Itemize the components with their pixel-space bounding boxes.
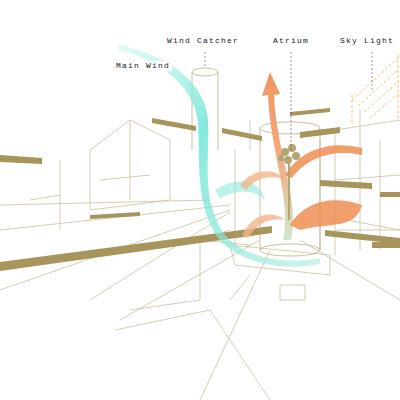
tree bbox=[278, 144, 300, 220]
low-wind-flow bbox=[215, 181, 265, 200]
exhaust-flow-upper bbox=[285, 145, 362, 178]
sky-light-rays bbox=[352, 55, 398, 125]
part-label: Atrium bbox=[271, 36, 311, 46]
part-label: Main Wind bbox=[114, 61, 172, 71]
exhaust-flow-lower bbox=[290, 200, 362, 230]
main-wind-flow bbox=[118, 44, 320, 267]
leader-lines bbox=[205, 52, 372, 150]
part-label: Wind Catcher bbox=[165, 36, 241, 46]
part-label: Sky Light bbox=[338, 36, 396, 46]
swirl-flow bbox=[240, 171, 285, 238]
